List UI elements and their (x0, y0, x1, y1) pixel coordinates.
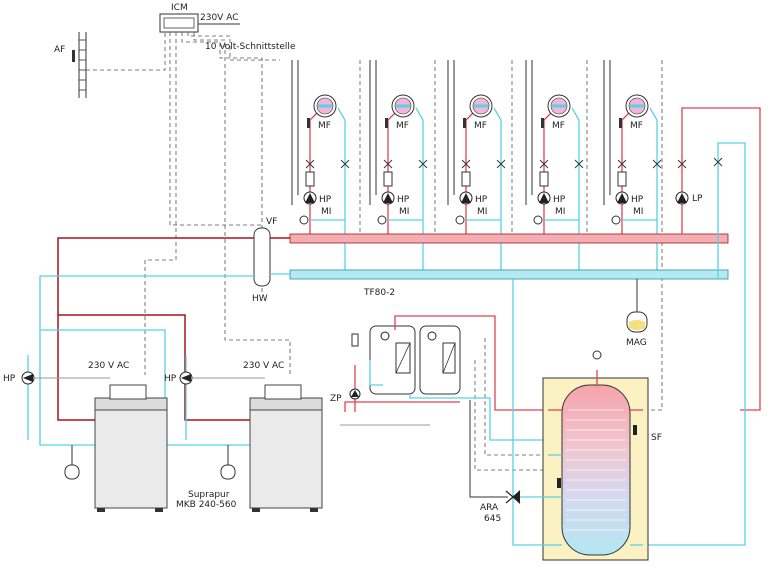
supply-manifold (289, 233, 729, 244)
boiler-model-line1: Suprapur (188, 490, 230, 500)
main-supply-line (57, 237, 254, 421)
expansion-vessel-mag: MAG (626, 279, 648, 348)
valve-icon (496, 159, 506, 169)
expansion-vessel-icon (64, 464, 80, 480)
circulation-pump[interactable]: ZP (330, 333, 361, 412)
mixing-valve-icon (299, 215, 309, 225)
mixer-pump-label: HP (631, 195, 644, 205)
thermostat-icon (592, 350, 602, 360)
valve-icon (713, 157, 723, 167)
mixer-pump-label: HP (553, 195, 566, 205)
hydraulic-switch: VF HW (252, 217, 290, 304)
mixer-module-label: MF (630, 121, 643, 131)
mixer-label: MI (633, 207, 643, 217)
controller-interface: 10 Volt-Schnittstelle (205, 42, 296, 52)
controller-supply: 230V AC (200, 13, 238, 23)
mixer-label: MI (477, 207, 487, 217)
valve-icon (305, 159, 315, 169)
valve-icon (617, 159, 627, 169)
tank-loading-circuit: LP (640, 107, 761, 546)
control-wiring (86, 32, 663, 480)
valve-icon (418, 159, 428, 169)
boiler-2 (249, 384, 323, 512)
mixer-pump-label: HP (475, 195, 488, 205)
tank-connections (548, 409, 643, 546)
boiler-model-line2: MKB 240-560 (176, 500, 237, 510)
mixer-circuit-1: MF HP MI (291, 60, 350, 279)
mixing-valve-icon (455, 215, 465, 225)
sensor-icon (633, 425, 637, 435)
flow-sensor-label: VF (266, 217, 277, 227)
mag-label: MAG (626, 338, 647, 348)
valve-icon (677, 159, 687, 169)
mixer-pump-label: HP (319, 195, 332, 205)
valve-icon (652, 159, 662, 169)
boiler1-pump-label: HP (3, 374, 16, 384)
valve-icon (383, 159, 393, 169)
mixer-label: MI (321, 207, 331, 217)
mixer-label: MI (399, 207, 409, 217)
boiler2-pump-label: HP (164, 374, 177, 384)
storage-tank: SF (542, 350, 662, 561)
boiler-1 (94, 384, 168, 512)
controller-icm[interactable]: ICM 230V AC 10 Volt-Schnittstelle (159, 3, 296, 52)
sensor-icon (541, 118, 544, 128)
valve-icon (539, 159, 549, 169)
ara-label-1: ARA (480, 503, 499, 513)
sensor-icon (385, 118, 388, 128)
heating-circuits: MF HP MI MF HP MI MF HP MI MF HP MI MF HP MI (291, 60, 662, 279)
expansion-vessel-boiler2 (220, 445, 236, 480)
sensor-icon (557, 478, 561, 488)
boiler2-return-line (40, 329, 250, 446)
expansion-vessel-icon (220, 464, 236, 480)
sensor-icon (72, 50, 75, 62)
boiler1-supply-label: 230 V AC (88, 361, 129, 371)
mixer-circuit-3: MF HP MI (447, 60, 506, 279)
mixing-valve-icon (377, 215, 387, 225)
boilers (94, 384, 323, 512)
mixer-circuit-5: MF HP MI (603, 60, 662, 279)
storage-sensor-label: SF (651, 433, 662, 443)
boiler2-supply-label: 230 V AC (243, 361, 284, 371)
controller-name: ICM (171, 3, 188, 13)
mixer-pump-label: HP (397, 195, 410, 205)
outdoor-sensor: AF (54, 32, 87, 98)
mixer-module-label: MF (474, 121, 487, 131)
valve-icon (461, 159, 471, 169)
pump-icon (380, 331, 390, 341)
return-valve[interactable]: ARA 645 (469, 279, 548, 546)
expansion-vessel-boiler1 (64, 445, 80, 480)
return-manifold (289, 269, 729, 280)
mixer-label: MI (555, 207, 565, 217)
mixing-valve-icon (533, 215, 543, 225)
mixer-module-label: MF (318, 121, 331, 131)
zp-label: ZP (330, 394, 342, 404)
mixing-valve-icon (611, 215, 621, 225)
boiler2-supply-line (58, 314, 250, 421)
hydraulic-switch-label: HW (252, 294, 268, 304)
tank-pump-label[interactable]: LP (692, 194, 703, 204)
valve-icon (340, 159, 350, 169)
outdoor-sensor-label: AF (54, 45, 65, 55)
sensor-icon (619, 118, 622, 128)
freshwater-station[interactable]: TF80-2 (363, 288, 461, 395)
mixer-circuit-4: MF HP MI (525, 60, 584, 279)
mixer-module-label: MF (552, 121, 565, 131)
sensor-icon (307, 118, 310, 128)
mixer-circuit-2: MF HP MI (369, 60, 428, 279)
sensor-icon (463, 118, 466, 128)
pump-icon (427, 331, 437, 341)
tf80-label: TF80-2 (363, 288, 395, 298)
valve-icon (574, 159, 584, 169)
mixer-module-label: MF (396, 121, 409, 131)
boiler2-pump[interactable]: HP (164, 355, 193, 440)
ara-label-2: 645 (484, 514, 501, 524)
main-return-line (39, 275, 254, 446)
boiler1-pump[interactable]: HP (3, 355, 35, 440)
